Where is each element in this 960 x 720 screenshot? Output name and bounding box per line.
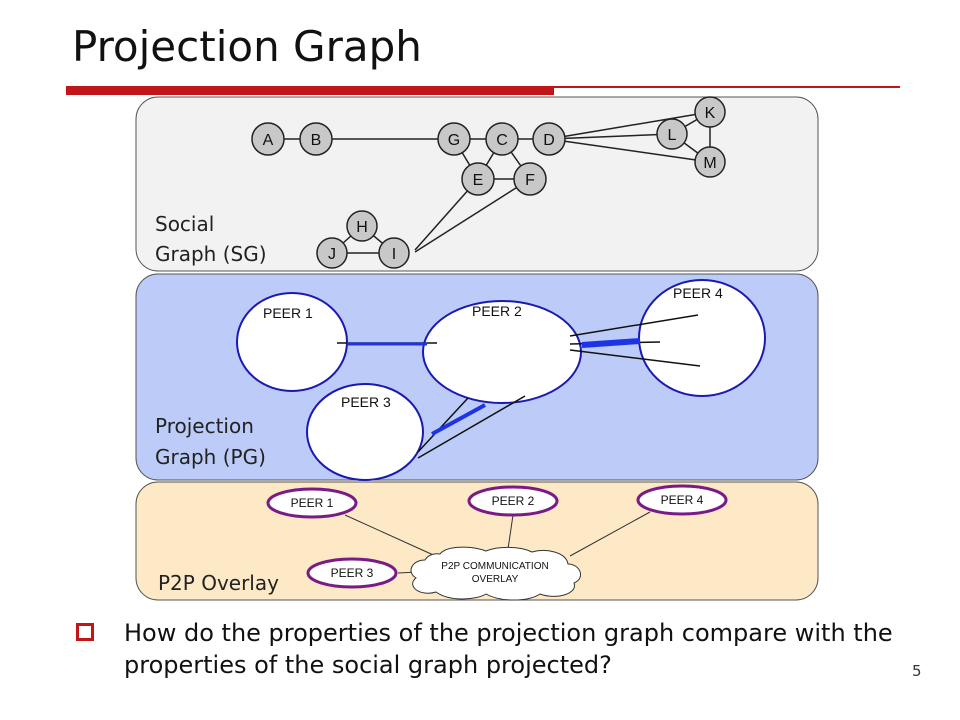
node-f: F (513, 162, 547, 196)
cloud-label-2: OVERLAY (472, 574, 519, 585)
node-b: B (299, 122, 333, 156)
slide-title: Projection Graph (72, 22, 422, 71)
node-g: G (437, 122, 471, 156)
svg-text:G: G (448, 132, 460, 149)
overlay-peer-3-label: PEER 3 (331, 566, 374, 580)
svg-text:J: J (328, 246, 336, 263)
bullet-text: How do the properties of the projection … (124, 619, 893, 679)
node-a: A (251, 122, 285, 156)
node-m: M (694, 146, 726, 178)
pg-peer-2-label: PEER 2 (472, 303, 522, 319)
communication-overlay-cloud (410, 546, 582, 601)
node-d: D (532, 122, 566, 156)
social-graph-label-1: Social (155, 212, 214, 236)
overlay-peer-1-label: PEER 1 (291, 496, 334, 510)
node-j: J (316, 237, 348, 269)
projection-peers (236, 279, 766, 481)
svg-text:H: H (356, 219, 368, 236)
node-k: K (694, 96, 726, 128)
pg-peer-4-label: PEER 4 (673, 285, 723, 301)
overlay-peer-2-label: PEER 2 (492, 494, 535, 508)
overlay-peers (266, 484, 728, 589)
svg-text:F: F (525, 172, 535, 189)
svg-text:K: K (705, 105, 716, 122)
projection-graph-label-1: Projection (155, 414, 254, 438)
title-underline-thin (554, 86, 900, 88)
pg-peer-3 (306, 383, 424, 481)
pg-peer-3-label: PEER 3 (341, 394, 391, 410)
pg-peer-4 (638, 279, 766, 397)
node-i: I (378, 237, 410, 269)
svg-text:C: C (496, 132, 508, 149)
slide-number: 5 (912, 662, 922, 680)
overlay-links (344, 511, 651, 574)
p2p-overlay-label: P2P Overlay (158, 571, 279, 595)
svg-text:D: D (543, 132, 555, 149)
svg-text:E: E (473, 172, 484, 189)
social-graph-nodes: A B G C D E F K L M H J I (251, 96, 726, 269)
title-underline (66, 86, 554, 95)
cloud-label-1: P2P COMMUNICATION (441, 561, 548, 572)
pg-peer-1-label: PEER 1 (263, 305, 313, 321)
bullet-square-icon (76, 623, 94, 641)
svg-text:M: M (703, 155, 716, 172)
overlay-peer-4 (636, 484, 728, 516)
svg-text:L: L (668, 127, 677, 144)
svg-text:B: B (311, 132, 322, 149)
pg-peer-1 (236, 292, 348, 392)
projection-edges (337, 314, 701, 459)
node-e: E (461, 162, 495, 196)
node-h: H (346, 210, 378, 242)
overlay-peer-1 (266, 487, 358, 519)
overlay-peer-2 (467, 485, 559, 517)
svg-text:I: I (392, 246, 396, 263)
svg-text:A: A (263, 132, 274, 149)
projection-graph-label-2: Graph (PG) (155, 445, 266, 469)
node-l: L (656, 118, 688, 150)
social-graph-label-2: Graph (SG) (155, 242, 267, 266)
overlay-peer-4-label: PEER 4 (661, 493, 704, 507)
node-c: C (485, 122, 519, 156)
overlay-peer-3 (306, 557, 398, 589)
